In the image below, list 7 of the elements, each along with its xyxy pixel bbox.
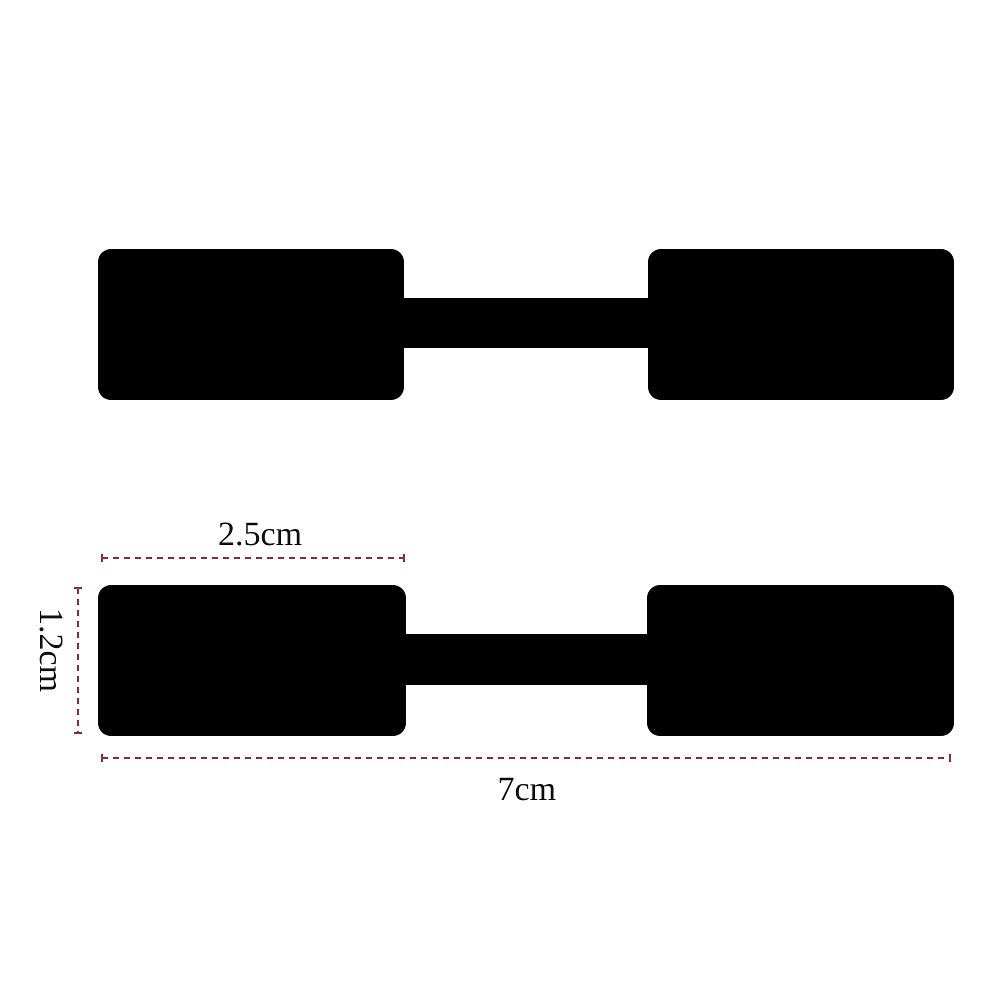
- tag-end-pad: [647, 585, 954, 736]
- dimension-label: 2.5cm: [218, 518, 302, 552]
- tag-end-pad: [648, 249, 954, 400]
- dimension-label: 1.2cm: [33, 608, 68, 692]
- dimension-label: 7cm: [498, 773, 556, 807]
- tag-end-pad: [98, 249, 404, 400]
- tag-end-pad: [98, 585, 406, 736]
